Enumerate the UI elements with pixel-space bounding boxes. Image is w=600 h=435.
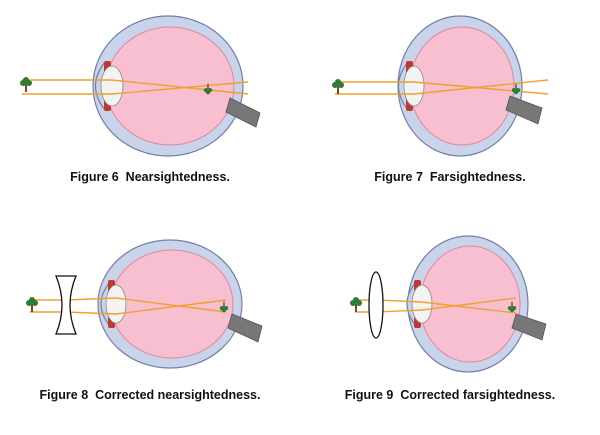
- eye: [97, 239, 263, 369]
- tree-icon: [350, 297, 362, 312]
- optic-nerve: [511, 313, 547, 341]
- optic-nerve: [505, 95, 543, 125]
- figure-9-corrected-farsightedness: Figure 9 Corrected farsightedness.: [300, 218, 600, 435]
- figure-8-corrected-nearsightedness: Figure 8 Corrected nearsightedness.: [0, 218, 300, 435]
- concave-lens-icon: [55, 275, 77, 335]
- caption-figure-8: Figure 8 Corrected nearsightedness.: [39, 388, 261, 402]
- eye: [397, 15, 543, 157]
- optic-nerve: [225, 97, 261, 128]
- convex-lens-icon: [368, 271, 384, 339]
- eye-diagram-corrected-farsighted: [350, 235, 547, 373]
- crystalline-lens: [105, 284, 127, 324]
- eye-diagram-nearsighted: [20, 15, 261, 157]
- caption-figure-7: Figure 7 Farsightedness.: [374, 170, 526, 184]
- crystalline-lens: [403, 65, 425, 107]
- eye-diagram-farsighted: [332, 15, 549, 157]
- figure-7-farsightedness: Figure 7 Farsightedness.: [300, 0, 600, 217]
- cornea: [94, 61, 106, 111]
- tree-icon: [26, 297, 38, 312]
- inverted-tree-icon: [219, 301, 229, 313]
- vitreous-body: [110, 249, 234, 359]
- eye-diagram-corrected-nearsighted: [26, 239, 263, 369]
- tree-icon: [20, 77, 32, 92]
- inverted-tree-icon: [511, 83, 521, 95]
- inverted-tree-icon: [203, 83, 213, 95]
- caption-figure-9: Figure 9 Corrected farsightedness.: [344, 388, 556, 402]
- crystalline-lens: [411, 284, 433, 324]
- caption-figure-6: Figure 6 Nearsightedness.: [70, 170, 230, 184]
- eye: [406, 235, 547, 373]
- optic-nerve: [227, 313, 263, 343]
- inverted-tree-icon: [507, 301, 517, 313]
- tree-icon: [332, 79, 344, 94]
- light-rays: [30, 297, 227, 315]
- crystalline-lens: [100, 65, 124, 107]
- light-rays: [335, 79, 549, 95]
- light-rays: [22, 79, 249, 95]
- figure-6-nearsightedness: Figure 6 Nearsightedness.: [0, 0, 300, 217]
